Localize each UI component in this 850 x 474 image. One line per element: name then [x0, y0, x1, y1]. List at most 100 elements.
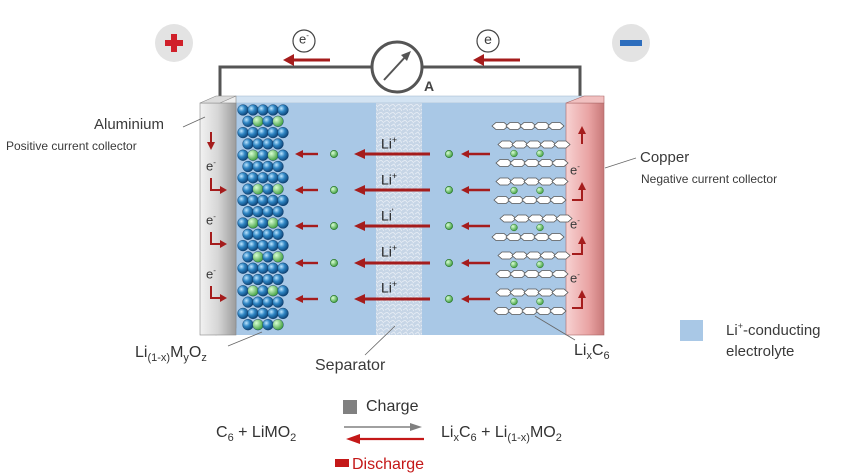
lithium-ion-particle: [252, 183, 264, 195]
ion-flow-row: [295, 149, 490, 159]
ion-flow-row: [295, 258, 490, 268]
cathode-particle: [242, 206, 254, 218]
ion-label-5: Li+: [381, 279, 398, 296]
ion-label-4: Li+: [381, 243, 398, 260]
intercalated-lithium: [536, 149, 544, 158]
ion-flow-row: [295, 294, 490, 304]
graphite-hexagon: [549, 307, 567, 315]
lithium-ion: [330, 222, 338, 230]
discharge-square: [335, 459, 349, 467]
cathode-particle: [242, 251, 254, 263]
cathode-particles: [237, 104, 289, 331]
ion-label-1: Li+: [381, 135, 398, 152]
cathode-particle: [242, 228, 254, 240]
cathode-particle: [277, 172, 289, 184]
graphite-hexagon: [549, 196, 567, 204]
ion-label-2: Li+: [381, 171, 398, 188]
cathode-particle: [262, 319, 274, 331]
cathode-particle: [247, 194, 259, 207]
cathode-particle: [257, 149, 269, 161]
top-electron-circle-right: [476, 29, 500, 53]
lithium-ion: [445, 295, 453, 303]
cathode-particle: [262, 228, 274, 240]
cathode-particle: [242, 296, 254, 308]
cathode-particle: [262, 115, 274, 127]
lithium-ion-particle: [247, 285, 259, 297]
cathode-particle: [267, 262, 279, 274]
lithium-ion-particle: [252, 115, 264, 127]
cathode-particle: [257, 194, 269, 207]
cathode-particle: [267, 307, 279, 320]
cathode-particle: [237, 240, 249, 252]
lithium-ion-particle: [272, 251, 284, 263]
intercalated-lithium: [510, 186, 518, 195]
cathode-particle: [262, 251, 274, 263]
aluminium-label: Aluminium: [94, 116, 165, 133]
electron-label-right: e: [484, 31, 492, 47]
charge-square: [343, 400, 357, 414]
legend-line-2: electrolyte: [726, 343, 795, 360]
intercalated-lithium: [536, 297, 544, 306]
cathode-particle: [242, 160, 254, 173]
separator-label: Separator: [315, 357, 386, 374]
cathode-formula: Li(1-x)MyOz: [135, 344, 207, 365]
graphite-hexagon: [551, 270, 569, 278]
cathode-particle: [247, 262, 259, 274]
electrode-electron-arrows: [207, 126, 586, 309]
cathode-particle: [272, 206, 284, 218]
cathode-particle: [277, 104, 289, 116]
lithium-ion-particle: [272, 183, 284, 195]
intercalated-lithium: [536, 223, 544, 232]
intercalated-lithium: [536, 260, 544, 269]
cathode-particle: [272, 296, 284, 308]
lithium-ion: [445, 150, 453, 158]
cathode-particle: [277, 240, 289, 252]
cathode-particle: [242, 319, 254, 331]
negative-collector-label: Negative current collector: [641, 172, 778, 186]
cathode-particle: [277, 285, 289, 297]
top-electron-arrow-right: [473, 54, 520, 66]
aluminium-collector: [199, 102, 237, 336]
reaction-right: LixC6 + Li(1-x)MO2: [441, 424, 562, 445]
cathode-particle: [252, 206, 264, 218]
cathode-particle: [277, 149, 289, 161]
top-electron-circle-left: [292, 29, 316, 53]
ion-flow-arrows: [295, 149, 490, 304]
lithium-ion: [445, 186, 453, 194]
intercalated-lithium: [536, 186, 544, 195]
graphite-hexagon: [551, 177, 569, 186]
legend-swatch: [680, 320, 703, 341]
electron-label-left: e-: [299, 31, 309, 47]
cathode-particle: [237, 149, 249, 161]
anode-formula: LixC6: [574, 342, 610, 363]
cell-top-face: [215, 95, 601, 104]
cathode-particle: [237, 194, 249, 207]
cathode-particle: [247, 104, 259, 116]
separator: [376, 103, 422, 335]
cathode-particle: [262, 138, 274, 150]
cathode-particle: [247, 307, 259, 320]
cathode-particle: [237, 172, 249, 184]
cathode-particle: [237, 307, 249, 320]
graphite-hexagon: [553, 140, 571, 149]
cathode-particle: [257, 240, 269, 252]
cathode-particle: [262, 273, 274, 286]
lithium-ion-particle: [267, 149, 279, 161]
cathode-particle: [267, 194, 279, 207]
cathode-particle: [252, 273, 264, 286]
graphite-hexagon: [553, 251, 571, 260]
cathode-particle: [267, 172, 279, 184]
lithium-ion-particle: [247, 217, 259, 229]
cathode-particle: [257, 172, 269, 184]
anode-electron-2: e-: [570, 216, 580, 232]
intercalated-lithium: [510, 260, 518, 269]
lithium-ion-particle: [267, 217, 279, 229]
charge-label: Charge: [366, 398, 419, 415]
graphite-hexagon: [547, 122, 565, 130]
cathode-particle: [237, 104, 249, 116]
cathode-particle: [257, 217, 269, 229]
anode-electron-3: e-: [570, 270, 580, 286]
cathode-particle: [242, 273, 254, 286]
lithium-ion: [330, 259, 338, 267]
